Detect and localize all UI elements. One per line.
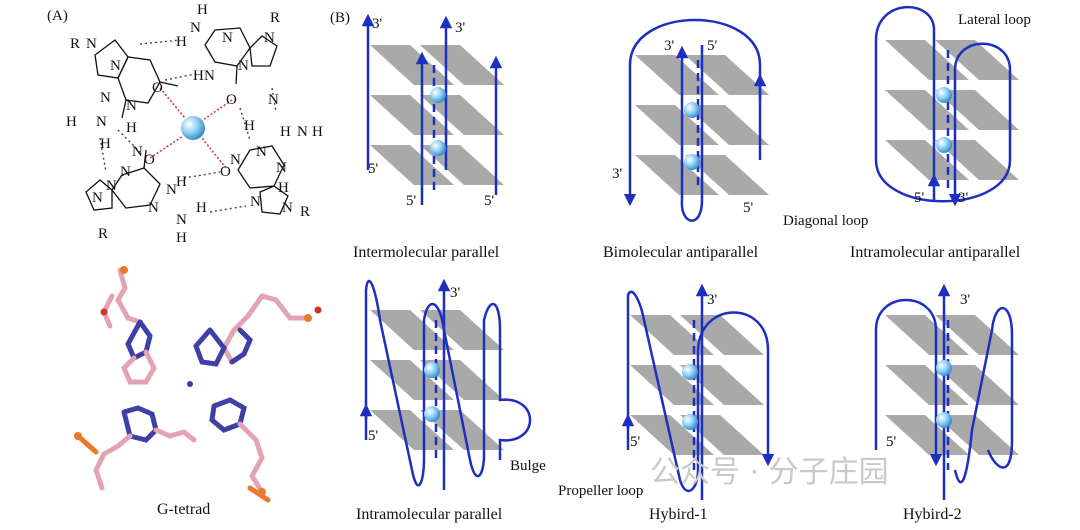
svg-text:5': 5' [484,193,495,209]
g-tetrad-structure [85,27,289,215]
svg-text:H: H [280,124,291,140]
diagram-hybird-1: 3' 5' Hybird-1 [621,283,775,523]
panel-a-label: (A) [47,8,68,24]
svg-text:N: N [250,194,261,210]
svg-text:N: N [110,58,121,74]
svg-text:5': 5' [368,161,379,177]
svg-text:R: R [270,10,280,26]
svg-text:3': 3' [960,292,971,308]
svg-text:N: N [190,20,201,36]
svg-text:N: N [238,58,249,74]
svg-text:O: O [226,92,237,108]
svg-text:N: N [264,30,275,46]
svg-text:3': 3' [372,16,383,32]
svg-text:Propeller loop: Propeller loop [558,483,643,499]
caption-intramolecular-antiparallel: Intramolecular antiparallel [850,244,1021,261]
atom-labels: R N H N H R N N N H N N N N O O N H H H … [66,2,323,246]
svg-text:N: N [166,182,177,198]
svg-text:H: H [196,200,207,216]
svg-text:O: O [220,164,231,180]
svg-text:3': 3' [958,190,969,206]
svg-text:Diagonal loop: Diagonal loop [783,213,868,229]
watermark: 公众号 · 分子庄园 [650,455,889,490]
svg-text:N: N [132,144,143,160]
svg-text:N: N [297,124,308,140]
svg-text:Bulge: Bulge [510,458,546,474]
svg-text:N: N [106,178,117,194]
svg-text:N: N [276,160,287,176]
svg-text:H: H [100,136,111,152]
svg-text:5': 5' [630,434,641,450]
svg-text:H: H [176,34,187,50]
svg-text:N: N [222,30,233,46]
svg-text:H: H [66,114,77,130]
tetrad-center-ion [187,381,193,387]
svg-text:H: H [197,2,208,18]
svg-text:3': 3' [455,20,466,36]
metal-ion [181,116,205,140]
svg-text:3': 3' [450,285,461,301]
svg-text:N: N [176,212,187,228]
diagram-intermolecular-parallel: 3' 3' 5' 5' 5' Intermolecular parallel [353,13,504,261]
svg-text:N: N [268,92,279,108]
caption-bimolecular-antiparallel: Bimolecular antiparallel [603,244,759,261]
caption-hybird-2: Hybird-2 [903,506,962,523]
diagram-bimolecular-antiparallel: 3' 5' 3' 5' Diagonal loop Bimolecular an… [603,18,868,261]
panel-b-label: (B) [330,10,350,26]
svg-text:N: N [86,36,97,52]
svg-text:N: N [204,68,215,84]
svg-text:O: O [144,152,155,168]
svg-text:Lateral loop: Lateral loop [958,12,1031,28]
hydrogen-bonds [99,39,277,213]
svg-text:H: H [278,180,289,196]
svg-text:5': 5' [406,193,417,209]
diagram-intramolecular-parallel: 3' 5' Bulge Propeller loop Intramolecula… [356,278,643,523]
svg-text:R: R [300,204,310,220]
svg-text:5': 5' [886,434,897,450]
svg-text:5': 5' [743,200,754,216]
svg-text:N: N [120,164,131,180]
svg-text:5': 5' [368,428,379,444]
svg-text:H: H [126,120,137,136]
svg-text:H: H [193,68,204,84]
svg-text:H: H [312,124,323,140]
svg-text:3': 3' [612,166,623,182]
tetrad-planes [370,45,504,185]
ion-coordination-bonds [149,87,233,169]
svg-text:N: N [256,144,267,160]
g-tetrad-3d-model [74,266,322,503]
svg-text:N: N [126,98,137,114]
svg-text:3': 3' [664,38,675,54]
svg-text:5': 5' [914,190,925,206]
caption-intramolecular-parallel: Intramolecular parallel [356,506,503,523]
svg-text:N: N [148,200,159,216]
diagram-hybird-2: 3' 5' Hybird-2 [874,283,1019,523]
svg-text:3': 3' [707,292,718,308]
svg-text:R: R [98,226,108,242]
svg-text:5': 5' [707,38,718,54]
svg-text:R: R [70,36,80,52]
svg-text:N: N [96,114,107,130]
svg-text:H: H [244,118,255,134]
svg-text:N: N [92,190,103,206]
svg-text:N: N [282,200,293,216]
svg-text:H: H [176,230,187,246]
svg-text:H: H [176,174,187,190]
svg-text:N: N [230,152,241,168]
caption-hybird-1: Hybird-1 [649,506,708,523]
svg-text:N: N [100,90,111,106]
g-tetrad-caption: G-tetrad [157,501,210,518]
svg-text:O: O [152,80,163,96]
caption-intermolecular-parallel: Intermolecular parallel [353,244,500,261]
diagram-intramolecular-antiparallel: Lateral loop 5' 3' Intramolecular antipa… [850,6,1031,261]
